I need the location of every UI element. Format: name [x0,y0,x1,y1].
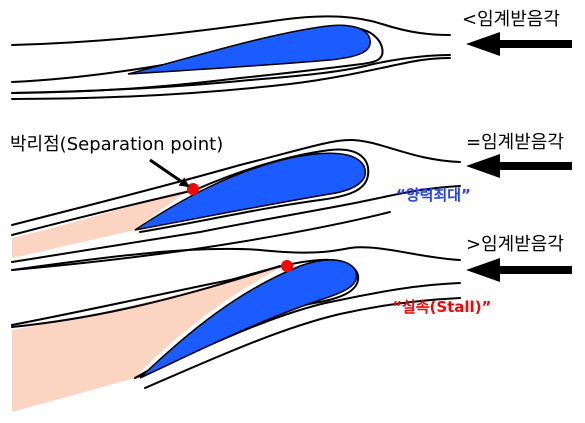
separated-wake [12,188,192,258]
panel-at-critical: 박리점(Separation point) =임계받음각 “양력최대” [10,132,572,271]
condition-label: <임계받음각 [462,9,560,30]
streamline [11,211,391,271]
freestream-arrow-icon [466,258,572,282]
streamline [11,54,451,94]
condition-label: >임계받음각 [466,234,564,255]
freestream-arrow-icon [466,32,572,56]
separated-wake [12,265,285,412]
separation-point-marker [187,183,199,195]
lift-max-annotation: “양력최대” [396,186,471,204]
streamline [11,15,451,46]
airfoil [127,24,371,75]
streamline [11,138,461,226]
streamline [11,148,370,236]
streamline [144,297,461,389]
streamline [11,265,281,328]
separation-pointer-arrow [149,158,190,188]
airfoil [139,259,358,379]
streamline [11,185,461,263]
stall-annotation: “실속(Stall)” [392,298,491,316]
panel-below-critical: <임계받음각 [11,9,572,100]
freestream-arrow-icon [466,154,572,178]
airfoil [134,152,367,231]
streamline [11,246,461,271]
streamline [11,57,451,100]
panel-above-critical: >임계받음각 “실속(Stall)” [11,234,572,412]
separation-point-marker [281,260,293,272]
condition-label: =임계받음각 [466,132,564,153]
separation-point-label: 박리점(Separation point) [10,134,223,155]
